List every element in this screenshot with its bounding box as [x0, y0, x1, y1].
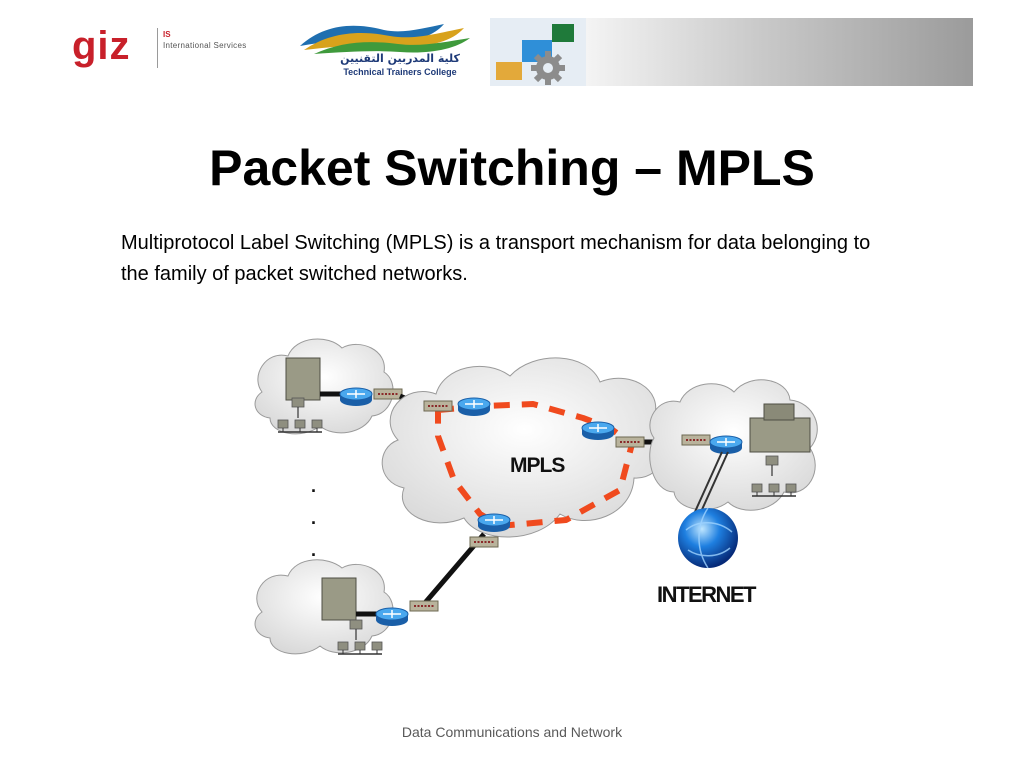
giz-logo: giz IS International Services [72, 22, 282, 72]
server-building-icon [285, 357, 321, 401]
gear-icon [496, 24, 574, 85]
switch-icon [373, 388, 403, 400]
lsr-router-icon [581, 421, 615, 441]
lsr-router-icon [477, 513, 511, 533]
giz-logo-divider [157, 28, 158, 68]
server-building-icon [321, 577, 357, 621]
lsp-path [435, 401, 635, 529]
site-cloud-top-left [254, 338, 403, 435]
college-logo-emblem [300, 24, 470, 54]
college-logo: كلية المدربين التقنيين Technical Trainer… [294, 18, 490, 86]
giz-logo-text: giz [72, 24, 131, 68]
router-icon [709, 435, 743, 455]
workstation-icon [765, 455, 779, 476]
ler-switch-icon [423, 400, 453, 412]
lsr-router-icon [457, 397, 491, 417]
ler-switch-icon [615, 436, 645, 448]
globe-icon [678, 508, 738, 568]
mpls-network-diagram: MPLS INTERNET . . . [254, 338, 818, 655]
ellipsis-dot: . [311, 540, 316, 560]
header-gradient-bar [586, 18, 973, 86]
header-logo-bar: giz IS International Services كلية المدر… [0, 0, 1024, 100]
site-cloud-bottom-left [254, 559, 439, 655]
mpls-label: MPLS [510, 454, 565, 477]
mpls-cloud: MPLS [381, 357, 668, 538]
college-name-english: Technical Trainers College [343, 67, 457, 77]
link-line [699, 451, 729, 515]
slide-body-text: Multiprotocol Label Switching (MPLS) is … [121, 232, 871, 285]
college-name-arabic: كلية المدربين التقنيين [340, 52, 460, 65]
switch-icon [409, 600, 439, 612]
internet-label: INTERNET [657, 582, 757, 607]
giz-subtitle: International Services [163, 41, 247, 50]
router-icon [375, 607, 409, 627]
giz-is-text: IS [163, 30, 171, 39]
gear-blocks-logo [490, 18, 586, 86]
slide-title: Packet Switching – MPLS [209, 140, 815, 196]
office-building-icon [749, 417, 811, 453]
workstation-icon [291, 397, 305, 418]
site-cloud-right [615, 379, 818, 511]
ellipsis-dot: . [311, 508, 316, 528]
workstation-icon [349, 619, 363, 640]
switch-icon [681, 434, 711, 446]
router-icon [339, 387, 373, 407]
link-line [693, 451, 723, 515]
ler-switch-icon [469, 536, 499, 548]
ellipsis-dot: . [311, 476, 316, 496]
slide-footer: Data Communications and Network [401, 724, 623, 740]
